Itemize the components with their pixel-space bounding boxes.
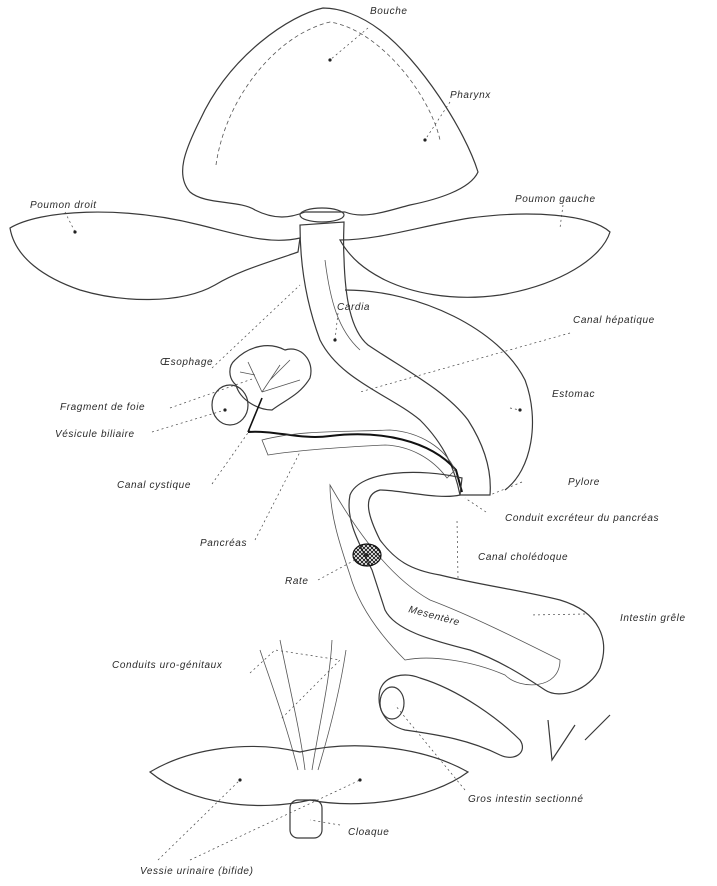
label-cloaque: Cloaque: [348, 827, 389, 838]
label-conduits-uro-genitaux: Conduits uro-génitaux: [112, 660, 223, 671]
pharynx-ring: [300, 208, 344, 222]
pancreas-shape: [262, 430, 455, 478]
label-intestin-grele: Intestin grêle: [620, 613, 686, 624]
poumon-gauche-shape: [340, 214, 610, 297]
label-canal-cystique: Canal cystique: [117, 480, 191, 491]
label-pylore: Pylore: [568, 477, 600, 488]
cloaque-shape: [290, 800, 322, 838]
label-estomac: Estomac: [552, 389, 595, 400]
label-pancreas: Pancréas: [200, 538, 247, 549]
vessie-urinaire-shape: [150, 746, 468, 806]
label-conduit-pancreas: Conduit excréteur du pancréas: [505, 513, 659, 524]
label-canal-hepatique: Canal hépatique: [573, 315, 655, 326]
label-mesentere: Mesentère: [407, 604, 461, 628]
label-poumon-gauche: Poumon gauche: [515, 194, 596, 205]
label-bouche: Bouche: [370, 6, 408, 17]
label-poumon-droit: Poumon droit: [30, 200, 97, 211]
label-gros-intestin: Gros intestin sectionné: [468, 794, 584, 805]
gros-intestin-shape: [379, 675, 522, 757]
fragment-foie-shape: [230, 346, 311, 410]
oesophage-estomac: [300, 222, 490, 495]
label-oesophage: Œsophage: [160, 357, 213, 368]
label-fragment-foie: Fragment de foie: [60, 402, 145, 413]
label-canal-choledoque: Canal cholédoque: [478, 552, 568, 563]
leader-lines: [65, 28, 585, 860]
label-rate: Rate: [285, 576, 309, 587]
label-pharynx: Pharynx: [450, 90, 491, 101]
bouche-shape: [183, 8, 478, 217]
label-cardia: Cardia: [337, 302, 370, 313]
poumon-droit-shape: [10, 212, 300, 299]
label-vesicule-biliaire: Vésicule biliaire: [55, 429, 135, 440]
label-vessie-urinaire: Vessie urinaire (bifide): [140, 866, 254, 877]
conduits-uro-genitaux-shape: [260, 640, 346, 770]
